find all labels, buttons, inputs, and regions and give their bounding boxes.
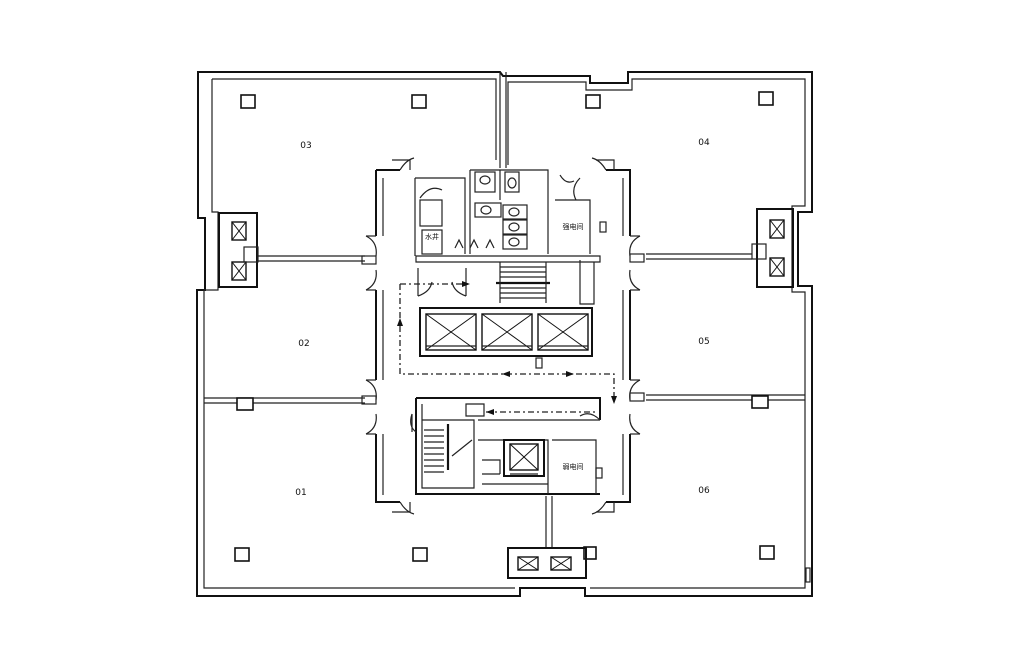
room-label-02: 02 bbox=[298, 339, 309, 349]
corridor-upper bbox=[415, 255, 601, 305]
core-doors bbox=[361, 235, 645, 435]
outer-wall bbox=[196, 71, 813, 597]
water-well-label: 水井 bbox=[425, 232, 439, 241]
room-label-04: 04 bbox=[698, 138, 710, 148]
column bbox=[759, 545, 775, 560]
strong-electric-label: 强电间 bbox=[563, 222, 584, 231]
upper-stair bbox=[496, 262, 550, 303]
column bbox=[412, 547, 428, 562]
elevator bbox=[425, 313, 477, 351]
column bbox=[236, 397, 254, 411]
elevator bbox=[481, 313, 533, 351]
restroom-block bbox=[414, 169, 591, 256]
column bbox=[758, 91, 774, 106]
weak-electric-label: 弱电间 bbox=[563, 462, 584, 471]
freight-elevator bbox=[503, 439, 545, 477]
column bbox=[411, 94, 427, 109]
room-label-05: 05 bbox=[698, 337, 709, 347]
evacuation-route bbox=[397, 281, 617, 415]
room-label-03: 03 bbox=[300, 141, 311, 151]
elevator-bank bbox=[419, 307, 593, 357]
elevator bbox=[537, 313, 589, 351]
column bbox=[585, 94, 601, 109]
column bbox=[234, 547, 250, 562]
column bbox=[240, 94, 256, 109]
office-partitions bbox=[204, 72, 805, 548]
right-shaft bbox=[751, 208, 794, 288]
structural-columns bbox=[234, 91, 775, 562]
bottom-shaft bbox=[507, 547, 587, 579]
lower-stair bbox=[424, 424, 473, 473]
room-label-01: 01 bbox=[295, 488, 306, 498]
lower-core bbox=[410, 397, 601, 495]
room-label-06: 06 bbox=[698, 486, 710, 496]
column bbox=[751, 395, 769, 409]
left-shaft bbox=[218, 212, 259, 288]
core-outer-wall bbox=[375, 157, 631, 515]
